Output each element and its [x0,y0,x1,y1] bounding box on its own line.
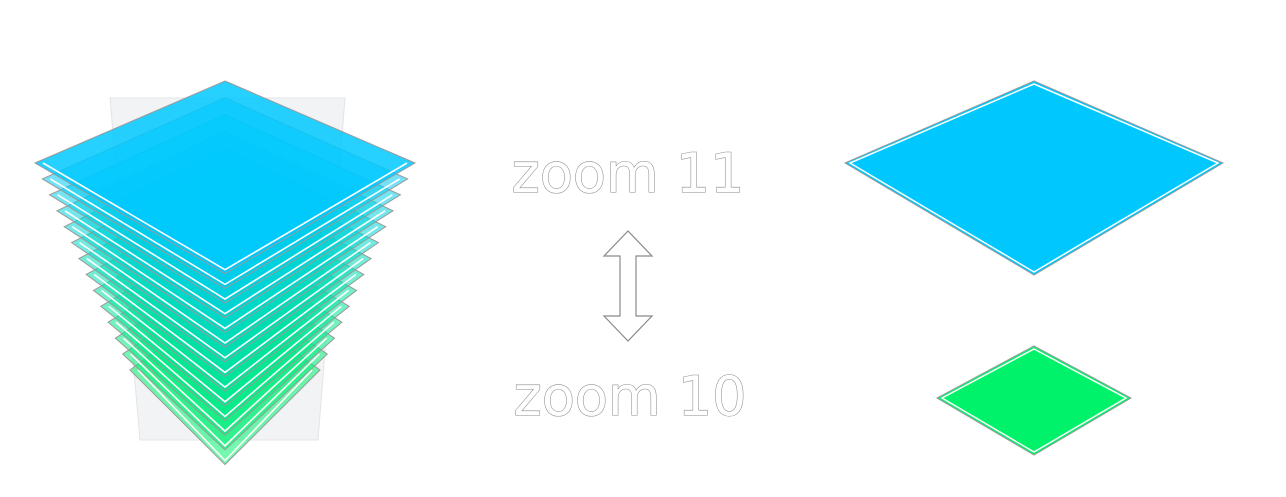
stack-layer-edge [79,241,371,345]
double-vertical-arrow-icon [602,230,654,342]
stack-layer-edge [64,210,386,315]
stack-layer-edge [108,305,342,403]
stack-layer-edge [57,194,393,300]
label-zoom-10: zoom 10 [514,365,747,428]
stack-layer-edge [115,321,335,418]
stack-layer-edge [71,226,379,330]
stack-layer-edge [130,353,320,447]
label-zoom-11: zoom 11 [512,142,745,205]
stack-layer [33,80,417,275]
stack-layer-edge [42,162,408,271]
tile-zoom-10-inner-edge [940,348,1128,453]
tile-zoom-10 [935,345,1133,456]
stack-layer-edge [122,337,328,433]
layer-stack [33,80,417,466]
stack-layer-edge [137,369,313,462]
stack-layer-edge [100,289,350,389]
stack-layer-edge [93,273,357,374]
stack-layer-edge [49,178,401,286]
tile-zoom-11-inner-edge [848,83,1220,273]
stack-layer-edge [86,257,364,359]
tile-zoom-11 [843,80,1225,276]
